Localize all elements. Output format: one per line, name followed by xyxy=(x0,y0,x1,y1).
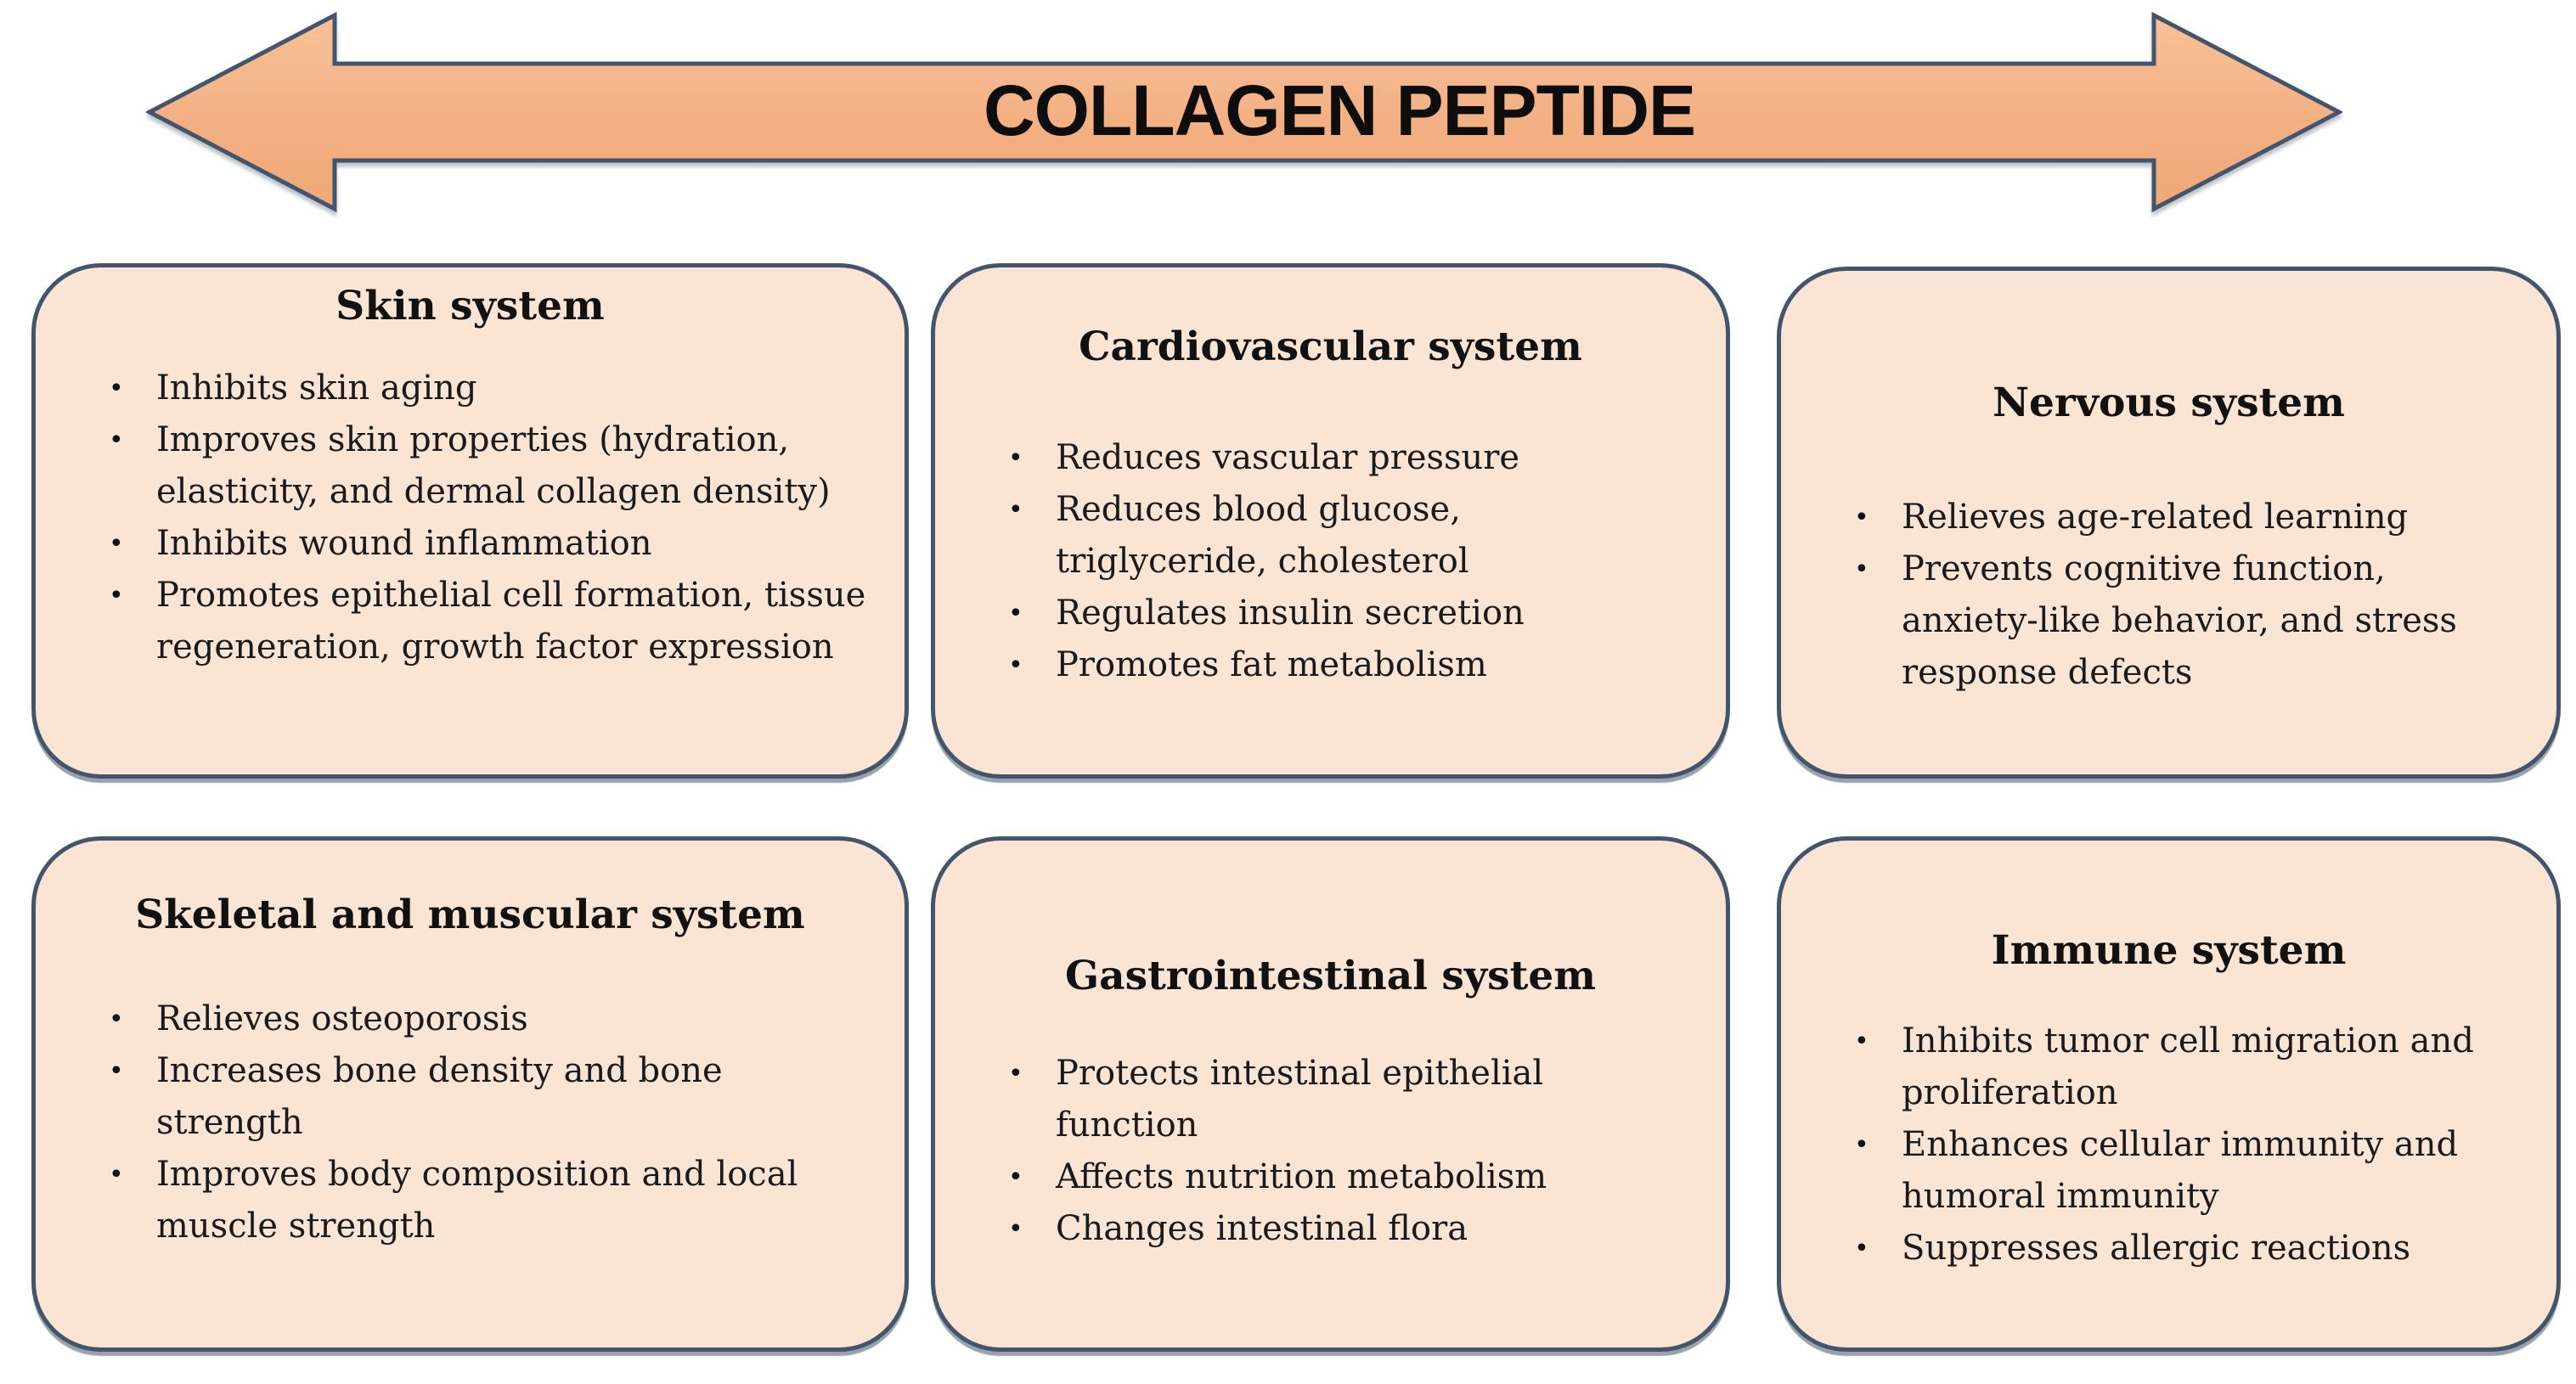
bullet-item: Prevents cognitive function, anxiety-lik… xyxy=(1823,543,2522,699)
bullet-item: Enhances cellular immunity and humoral i… xyxy=(1823,1119,2522,1223)
bullet-list-gastrointestinal: Protects intestinal epithelial function … xyxy=(935,1048,1726,1255)
bullet-list-immune: Inhibits tumor cell migration and prolif… xyxy=(1781,1015,2556,1274)
bullet-item: Inhibits tumor cell migration and prolif… xyxy=(1823,1015,2522,1119)
bullet-list-skin: Inhibits skin aging Improves skin proper… xyxy=(36,363,905,673)
bullet-list-nervous: Relieves age-related learning Prevents c… xyxy=(1781,492,2556,699)
box-gastrointestinal-system: Gastrointestinal system Protects intesti… xyxy=(931,836,1730,1352)
bullet-item: Affects nutrition metabolism xyxy=(978,1151,1590,1203)
bullet-item: Inhibits skin aging xyxy=(78,363,874,414)
bullet-item: Reduces blood glucose, triglyceride, cho… xyxy=(978,484,1598,588)
box-immune-system: Immune system Inhibits tumor cell migrat… xyxy=(1777,836,2561,1352)
bullet-item: Changes intestinal flora xyxy=(978,1203,1590,1255)
box-title-immune: Immune system xyxy=(1991,927,2347,974)
double-arrow-icon xyxy=(146,11,2342,213)
bullet-item: Regulates insulin secretion xyxy=(978,588,1598,639)
box-nervous-system: Nervous system Relieves age-related lear… xyxy=(1777,267,2561,779)
bullet-item: Improves skin properties (hydration, ela… xyxy=(78,414,874,518)
bullet-item: Protects intestinal epithelial function xyxy=(978,1048,1590,1151)
bullet-item: Increases bone density and bone strength xyxy=(78,1045,811,1149)
arrow-label-wrap: COLLAGEN PEPTIDE xyxy=(146,10,2342,217)
collagen-peptide-arrow: COLLAGEN PEPTIDE xyxy=(146,10,2342,217)
box-title-nervous: Nervous system xyxy=(1993,380,2345,426)
bullet-item: Improves body composition and local musc… xyxy=(78,1149,811,1252)
box-title-cardiovascular: Cardiovascular system xyxy=(1079,323,1582,370)
bullet-item: Suppresses allergic reactions xyxy=(1823,1223,2522,1274)
box-cardiovascular-system: Cardiovascular system Reduces vascular p… xyxy=(931,263,1730,779)
box-title-skin: Skin system xyxy=(335,283,605,329)
bullet-item: Promotes fat metabolism xyxy=(978,639,1598,691)
box-skin-system: Skin system Inhibits skin aging Improves… xyxy=(31,263,909,779)
bullet-item: Relieves age-related learning xyxy=(1823,492,2522,543)
arrow-title: COLLAGEN PEPTIDE xyxy=(983,70,1696,150)
bullet-item: Inhibits wound inflammation xyxy=(78,518,874,570)
bullet-list-skeletal: Relieves osteoporosis Increases bone den… xyxy=(36,993,905,1252)
box-title-gastrointestinal: Gastrointestinal system xyxy=(1065,953,1596,999)
bullet-item: Promotes epithelial cell formation, tiss… xyxy=(78,570,874,673)
box-title-skeletal: Skeletal and muscular system xyxy=(135,892,805,938)
bullet-item: Relieves osteoporosis xyxy=(78,993,811,1045)
bullet-list-cardiovascular: Reduces vascular pressure Reduces blood … xyxy=(935,432,1726,691)
box-skeletal-muscular-system: Skeletal and muscular system Relieves os… xyxy=(31,836,909,1352)
bullet-item: Reduces vascular pressure xyxy=(978,432,1598,484)
